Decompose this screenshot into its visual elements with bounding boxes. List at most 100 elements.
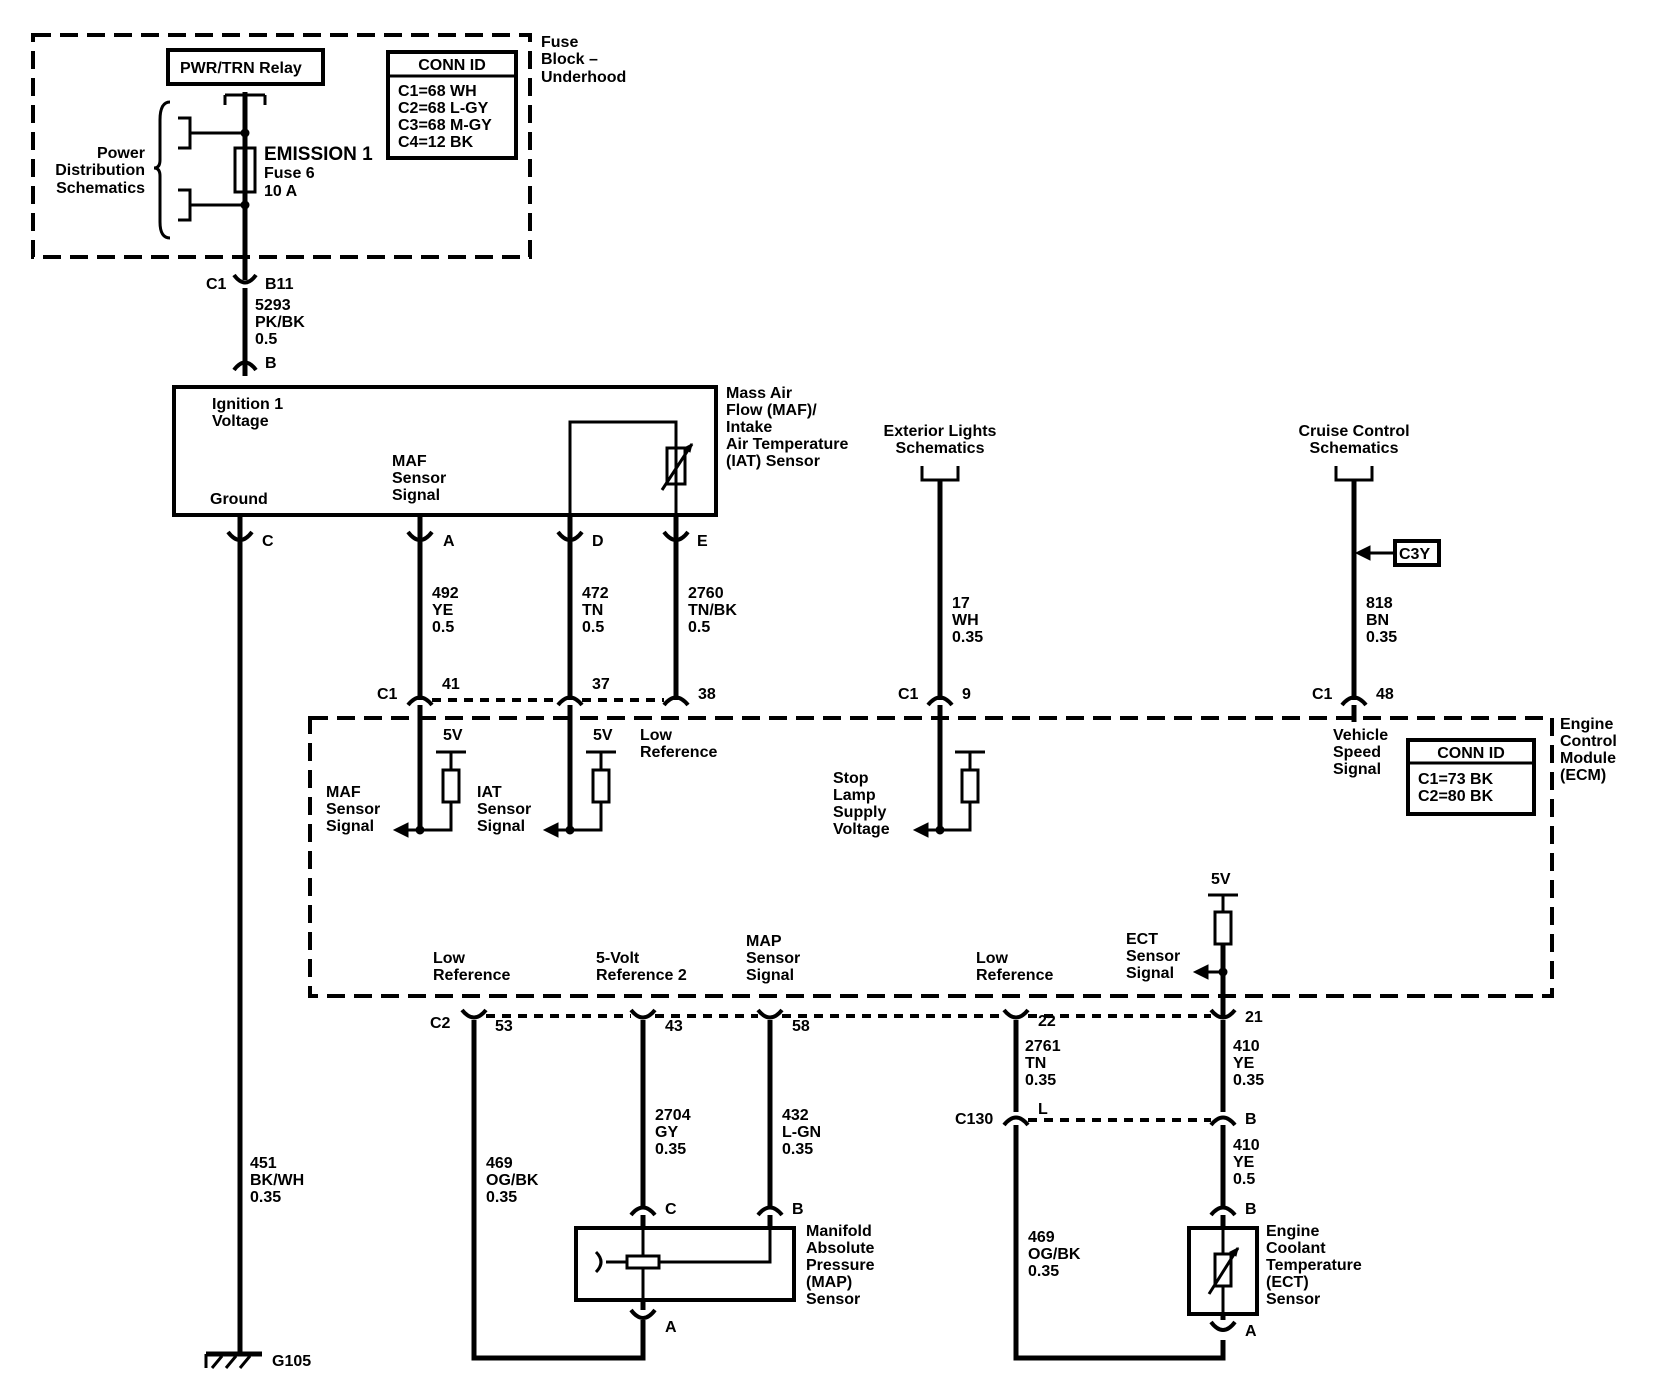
maf-pin-e: E bbox=[697, 533, 708, 550]
ecm-map-signal-2: Sensor bbox=[746, 950, 800, 967]
ecm-connector-22 bbox=[1002, 1008, 1030, 1020]
ecm-connector-53 bbox=[460, 1008, 488, 1020]
feed-pin: B11 bbox=[265, 276, 294, 293]
wire-432-size: 0.35 bbox=[782, 1141, 813, 1158]
wire-2704-size: 0.35 bbox=[655, 1141, 686, 1158]
wire-2704-color: GY bbox=[655, 1124, 678, 1141]
map-pin-c: C bbox=[665, 1201, 677, 1218]
power-bracket-upper bbox=[178, 116, 192, 150]
ecm-5v-ect: 5V bbox=[1211, 871, 1231, 888]
ground-label: G105 bbox=[272, 1353, 311, 1370]
maf-title-4: Air Temperature bbox=[726, 436, 849, 453]
wire-410b-size: 0.5 bbox=[1233, 1171, 1255, 1188]
maf-pin-a: A bbox=[443, 533, 455, 550]
cruise-control-1: Cruise Control bbox=[1298, 423, 1409, 440]
maf-pin-c: C bbox=[262, 533, 274, 550]
fuse-block-title-1: Fuse bbox=[541, 34, 578, 51]
ecm-pin-53: 53 bbox=[495, 1018, 513, 1035]
ecm-c2-connectors: C2 53 43 58 22 21 bbox=[430, 1008, 1263, 1035]
wire-2761-size: 0.35 bbox=[1025, 1072, 1056, 1089]
fuse-conn-id-table bbox=[386, 50, 518, 160]
ecm-maf-signal-2: Sensor bbox=[326, 801, 380, 818]
map-diaphragm-icon bbox=[594, 1250, 603, 1274]
ect-pullup-resistor-icon bbox=[1213, 910, 1233, 946]
ecm-connector-58 bbox=[756, 1008, 784, 1020]
map-connector-b bbox=[756, 1205, 784, 1217]
ecm-ref5-2: Reference 2 bbox=[596, 967, 687, 984]
c130-pin-l: L bbox=[1038, 1101, 1048, 1118]
wire-432-color: L-GN bbox=[782, 1124, 821, 1141]
wire-432-id: 432 bbox=[782, 1107, 809, 1124]
feed-circuit-color: PK/BK bbox=[255, 314, 305, 331]
power-bracket-lower bbox=[178, 188, 192, 222]
ecm-title-4: (ECM) bbox=[1560, 767, 1606, 784]
power-dist-3: Schematics bbox=[56, 180, 145, 197]
wire-410a-color: YE bbox=[1233, 1055, 1255, 1072]
map-title-4: (MAP) bbox=[806, 1274, 852, 1291]
ecm-connector-43 bbox=[629, 1008, 657, 1020]
maf-ignition-2: Voltage bbox=[212, 413, 269, 430]
map-element-icon bbox=[625, 1254, 661, 1270]
wire-469a-size: 0.35 bbox=[486, 1189, 517, 1206]
cruise-control-2: Schematics bbox=[1310, 440, 1399, 457]
ecm-iat-signal-3: Signal bbox=[477, 818, 525, 835]
wire-492-id: 492 bbox=[432, 585, 459, 602]
map-title-1: Manifold bbox=[806, 1223, 872, 1240]
map-sensor: C B A Manifold Absolute Pressure (MAP) S… bbox=[574, 1201, 875, 1340]
maf-sensor-box bbox=[172, 385, 718, 517]
fuse-conn-c4: C4=12 BK bbox=[398, 134, 474, 151]
fuse-block: Fuse Block – Underhood PWR/TRN Relay Pow… bbox=[31, 33, 626, 259]
ground-g105: G105 bbox=[204, 1351, 311, 1370]
map-title-2: Absolute bbox=[806, 1240, 875, 1257]
ecm-pin-58: 58 bbox=[792, 1018, 810, 1035]
ecm-connector-48 bbox=[1340, 695, 1368, 707]
ecm-c2-label: C2 bbox=[430, 1015, 451, 1032]
map-title-3: Pressure bbox=[806, 1257, 875, 1274]
ecm-conn-id-title: CONN ID bbox=[1437, 745, 1505, 762]
ect-connector-a bbox=[1209, 1320, 1237, 1332]
wire-410a-id: 410 bbox=[1233, 1038, 1260, 1055]
ecm-connector-21 bbox=[1209, 1008, 1237, 1020]
ecm-conn-c1: C1=73 BK bbox=[1418, 771, 1494, 788]
ect-title-2: Coolant bbox=[1266, 1240, 1326, 1257]
connector-maf-b bbox=[232, 360, 258, 372]
ecm-title-2: Control bbox=[1560, 733, 1617, 750]
fuse-conn-id-title: CONN ID bbox=[418, 57, 486, 74]
ect-title-3: Temperature bbox=[1266, 1257, 1362, 1274]
wire-818-color: BN bbox=[1366, 612, 1389, 629]
maf-signal-1: MAF bbox=[392, 453, 427, 470]
exterior-lights-1: Exterior Lights bbox=[884, 423, 997, 440]
ecm-conn-c2: C2=80 BK bbox=[1418, 788, 1494, 805]
ecm-low-ref-2a: Low bbox=[433, 950, 466, 967]
fuse-amperage: 10 A bbox=[264, 183, 298, 200]
map-connector-c bbox=[629, 1205, 657, 1217]
ecm-low-ref-1a: Low bbox=[640, 727, 673, 744]
wire-17-color: WH bbox=[952, 612, 979, 629]
wire-2761-id: 2761 bbox=[1025, 1038, 1061, 1055]
ecm-title-1: Engine bbox=[1560, 716, 1613, 733]
c130-connector-b bbox=[1209, 1115, 1237, 1127]
ecm-stop-lamp-1: Stop bbox=[833, 770, 869, 787]
ecm-pin-41: 41 bbox=[442, 676, 460, 693]
ecm-c1-label-2: C1 bbox=[898, 686, 919, 703]
wire-2760-size: 0.5 bbox=[688, 619, 710, 636]
relay-label: PWR/TRN Relay bbox=[180, 60, 302, 77]
ecm-connector-37 bbox=[556, 695, 584, 707]
wire-451-size: 0.35 bbox=[250, 1189, 281, 1206]
feed-circuit-id: 5293 bbox=[255, 297, 291, 314]
ect-pin-b: B bbox=[1245, 1201, 1257, 1218]
ecm-c1-connectors: C1 41 37 38 C1 9 C1 48 bbox=[377, 676, 1394, 707]
ecm-5v-2: 5V bbox=[593, 727, 613, 744]
ecm-pin-43: 43 bbox=[665, 1018, 683, 1035]
maf-ground-label: Ground bbox=[210, 491, 268, 508]
ecm-maf-signal-3: Signal bbox=[326, 818, 374, 835]
ecm-conn-id-table bbox=[1406, 738, 1536, 816]
fuse-conn-c1: C1=68 WH bbox=[398, 83, 477, 100]
fuse-block-title-3: Underhood bbox=[541, 69, 626, 86]
ecm-connector-9 bbox=[926, 695, 954, 707]
ecm-vss-1: Vehicle bbox=[1333, 727, 1388, 744]
ecm-title-3: Module bbox=[1560, 750, 1616, 767]
ecm-connector-41 bbox=[406, 695, 434, 707]
maf-title-1: Mass Air bbox=[726, 385, 792, 402]
